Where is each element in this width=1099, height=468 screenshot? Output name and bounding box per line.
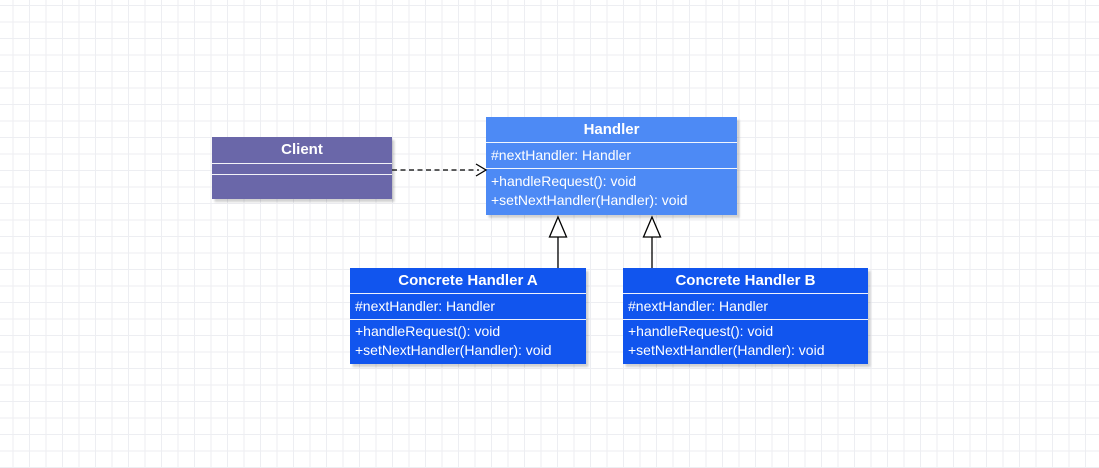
attribute-line: #nextHandler: Handler [355, 298, 496, 314]
class-attributes-handler: #nextHandler: Handler [486, 142, 737, 168]
method-line: +handleRequest(): void [491, 173, 637, 189]
hollow-triangle-arrowhead-icon [642, 215, 662, 238]
method-line: +setNextHandler(Handler): void [355, 342, 552, 358]
method-line: +setNextHandler(Handler): void [628, 342, 825, 358]
class-box-handler[interactable]: Handler #nextHandler: Handler +handleReq… [486, 117, 737, 215]
generalization-arrow-a-to-handler[interactable] [548, 215, 568, 268]
open-arrowhead-icon [475, 163, 488, 177]
class-box-concrete-handler-b[interactable]: Concrete Handler B #nextHandler: Handler… [623, 268, 868, 364]
class-methods-concrete-handler-b: +handleRequest(): void +setNextHandler(H… [623, 319, 868, 364]
class-title-handler: Handler [583, 121, 640, 138]
class-box-client[interactable]: Client [212, 137, 392, 199]
method-line: +handleRequest(): void [628, 323, 774, 339]
class-methods-client-empty [212, 174, 392, 199]
dependency-arrow-client-to-handler[interactable] [392, 163, 488, 177]
class-attributes-concrete-handler-a: #nextHandler: Handler [350, 293, 586, 319]
attribute-line: #nextHandler: Handler [628, 298, 769, 314]
class-attributes-concrete-handler-b: #nextHandler: Handler [623, 293, 868, 319]
attribute-line: #nextHandler: Handler [491, 147, 632, 163]
class-attributes-client-empty [212, 163, 392, 174]
class-box-concrete-handler-a[interactable]: Concrete Handler A #nextHandler: Handler… [350, 268, 586, 364]
generalization-arrow-b-to-handler[interactable] [642, 215, 662, 268]
hollow-triangle-arrowhead-icon [548, 215, 568, 238]
method-line: +handleRequest(): void [355, 323, 501, 339]
class-methods-concrete-handler-a: +handleRequest(): void +setNextHandler(H… [350, 319, 586, 364]
class-title-concrete-handler-a: Concrete Handler A [398, 272, 538, 289]
class-title-concrete-handler-b: Concrete Handler B [675, 272, 816, 289]
class-title-client: Client [281, 141, 323, 158]
class-methods-handler: +handleRequest(): void +setNextHandler(H… [486, 168, 737, 215]
method-line: +setNextHandler(Handler): void [491, 192, 688, 208]
